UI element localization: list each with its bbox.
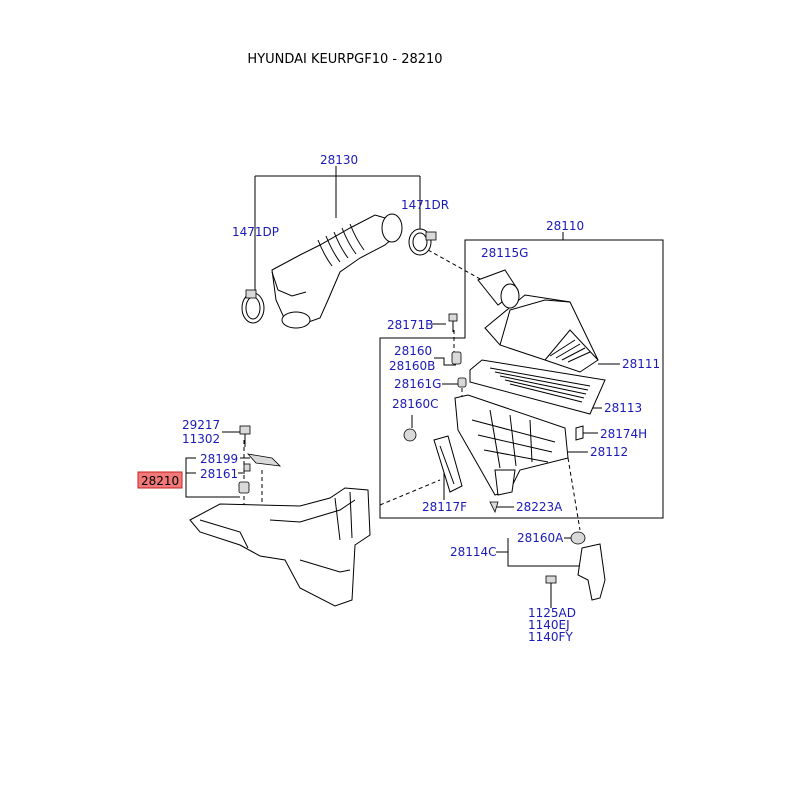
grommet-28160C: [403, 428, 417, 442]
label-28112[interactable]: 28112: [590, 445, 628, 459]
label-28130[interactable]: 28130: [320, 153, 358, 167]
insulator-28199: [246, 453, 282, 467]
pin-28223A: [489, 501, 499, 514]
label-28161G[interactable]: 28161G: [394, 377, 441, 391]
label-1125AD[interactable]: 1125AD: [528, 606, 576, 620]
label-28174H[interactable]: 28174H: [600, 427, 647, 441]
grommet-28160: [451, 351, 462, 365]
label-29217[interactable]: 29217: [182, 418, 220, 432]
highlight-box-28210: [137, 471, 183, 489]
label-28110[interactable]: 28110: [546, 219, 584, 233]
insulator-28161G: [457, 377, 467, 388]
label-28161[interactable]: 28161: [200, 467, 238, 481]
label-28171B[interactable]: 28171B: [387, 318, 433, 332]
diagram-title: HYUNDAI KEURPGF10 - 28210: [247, 52, 443, 67]
part-labels: 28130 1471DP 1471DR 28110 28115G 28171B …: [141, 153, 660, 644]
air-filter-element-28113: [469, 359, 606, 415]
hose-clamp-1471DR: [408, 228, 437, 256]
bolt-29217: [239, 425, 251, 447]
label-28115G[interactable]: 28115G: [481, 246, 528, 260]
duct-28117F: [433, 435, 463, 493]
label-28210[interactable]: 28210: [141, 474, 179, 488]
bolt-1125AD: [545, 575, 557, 594]
label-28111[interactable]: 28111: [622, 357, 660, 371]
label-28117F[interactable]: 28117F: [422, 500, 467, 514]
label-1140FY[interactable]: 1140FY: [528, 630, 573, 644]
clip-28174H: [575, 425, 584, 441]
bracket-28114C: [570, 531, 606, 601]
label-11302[interactable]: 11302: [182, 432, 220, 446]
resonator-duct-28210: [189, 463, 371, 607]
label-28160C[interactable]: 28160C: [392, 397, 439, 411]
label-1471DR[interactable]: 1471DR: [401, 198, 449, 212]
label-28223A[interactable]: 28223A: [516, 500, 563, 514]
label-28160A[interactable]: 28160A: [517, 531, 564, 545]
label-28160B[interactable]: 28160B: [389, 359, 435, 373]
label-1140EJ[interactable]: 1140EJ: [528, 618, 570, 632]
label-28113[interactable]: 28113: [604, 401, 642, 415]
label-28114C[interactable]: 28114C: [450, 545, 497, 559]
air-cleaner-body-28112: [454, 394, 569, 496]
label-28199[interactable]: 28199: [200, 452, 238, 466]
air-cleaner-cover-28111: [484, 294, 599, 373]
bolt-28171B: [448, 313, 458, 332]
label-28160[interactable]: 28160: [394, 344, 432, 358]
air-duct-28115G: [477, 269, 520, 309]
intake-hose-28130: [271, 213, 403, 329]
label-1471DP[interactable]: 1471DP: [232, 225, 279, 239]
hose-clamp-1471DP: [241, 289, 265, 324]
